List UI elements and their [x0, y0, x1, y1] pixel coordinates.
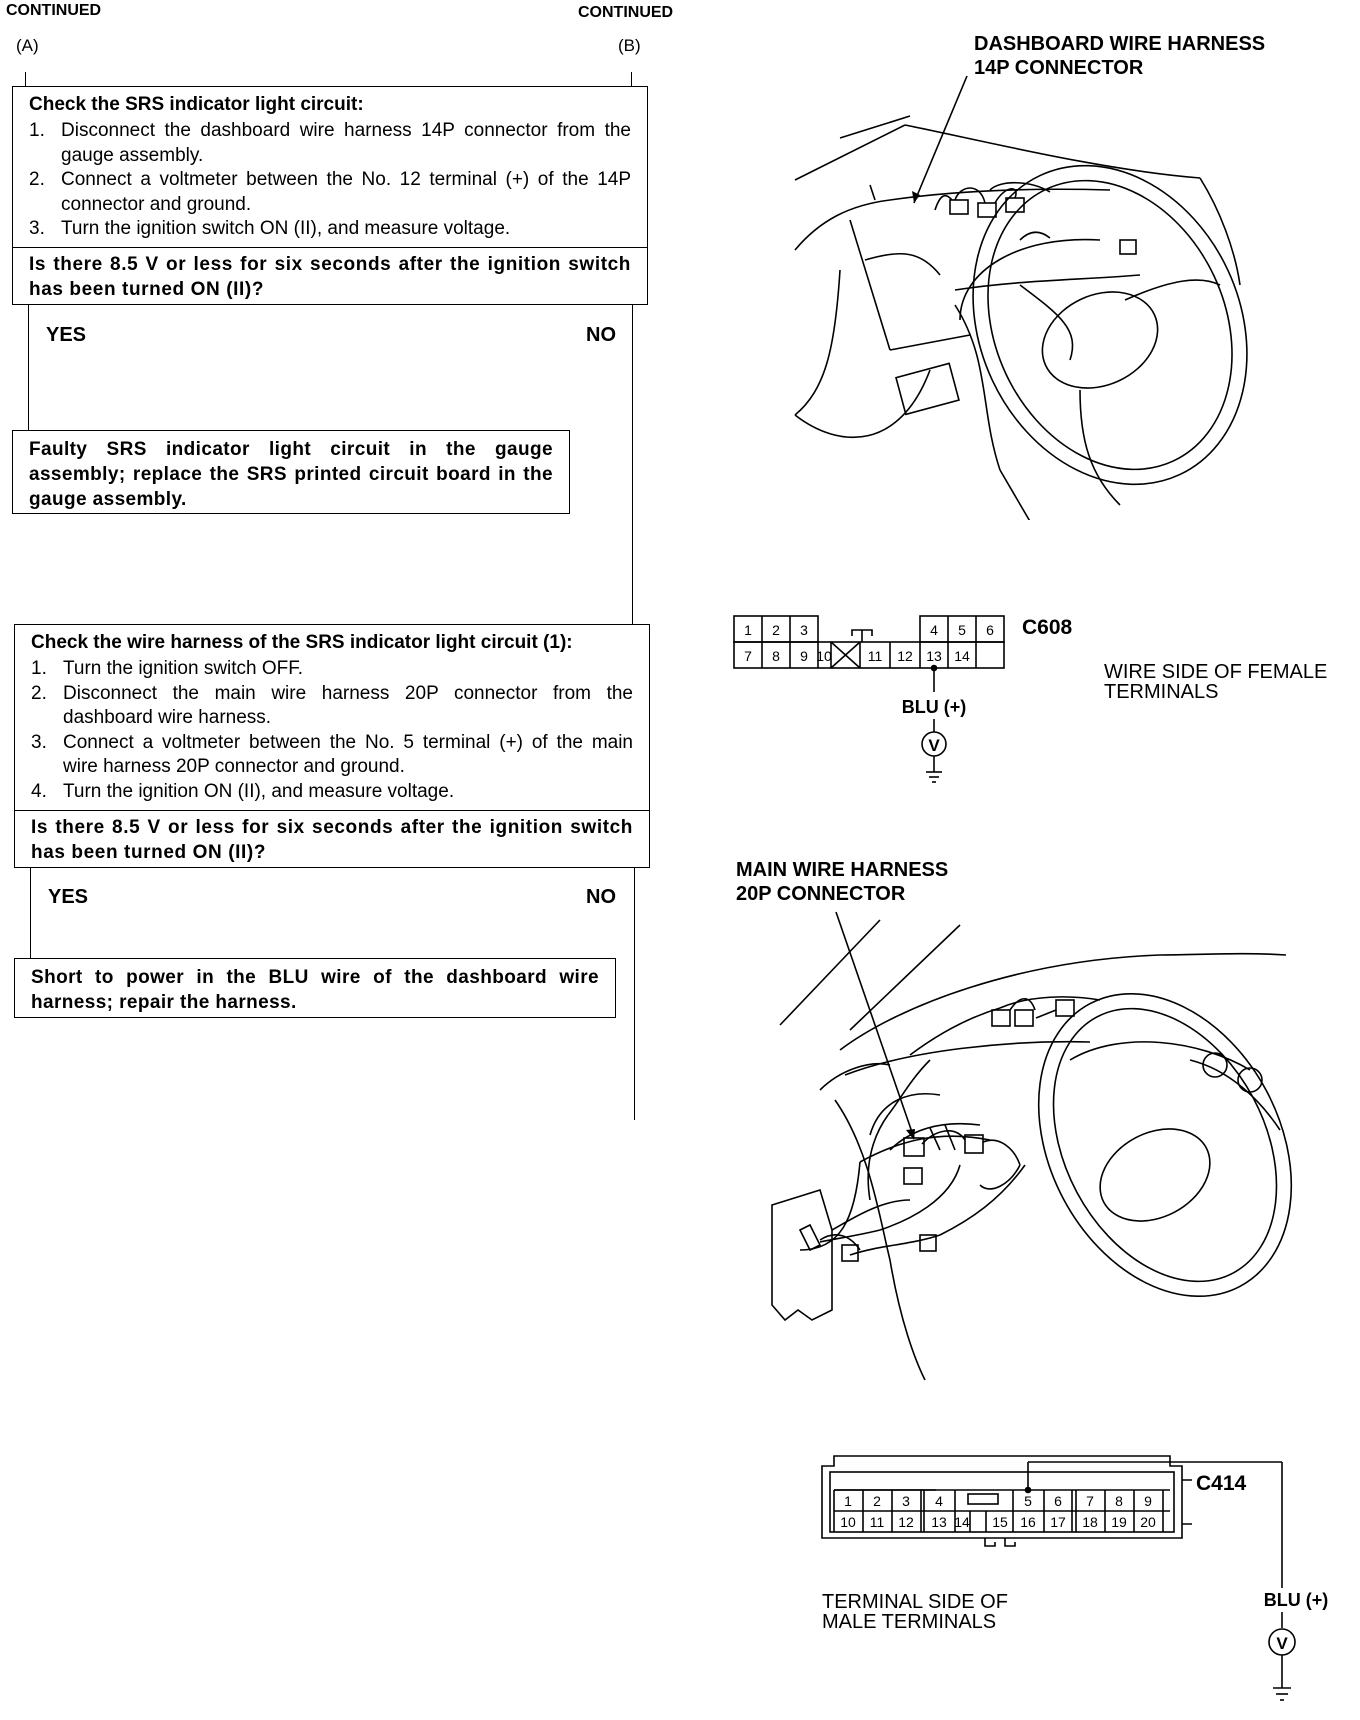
step2-step-4: 4.Turn the ignition ON (II), and measure… — [31, 780, 455, 802]
step2-step-3: 3.Connect a voltmeter between the No. 5 … — [31, 731, 633, 778]
c608-pin: 6 — [986, 622, 994, 638]
step1-step-2: 2.Connect a voltmeter between the No. 12… — [29, 169, 631, 215]
c608-pin: 7 — [744, 648, 752, 664]
c414-pin: 12 — [898, 1514, 914, 1530]
c414-connector-diagram: 1 2 3 4 5 6 7 8 9 10 11 12 13 14 15 16 1… — [821, 1455, 1329, 1701]
step1-result: Faulty SRS indicator light circuit in th… — [29, 439, 553, 510]
dashboard-illustration — [794, 75, 1248, 520]
step2-procedure-box: Check the wire harness of the SRS indica… — [14, 624, 650, 811]
step2-steps: 1.Turn the ignition switch OFF. 2.Discon… — [31, 657, 633, 804]
step2-yes-label: YES — [48, 886, 89, 908]
c608-side-label: WIRE SIDE OF FEMALE TERMINALS — [1104, 661, 1328, 703]
c414-pin: 16 — [1020, 1514, 1036, 1530]
step2-step-2: 2.Disconnect the main wire harness 20P c… — [31, 682, 633, 729]
c414-pin: 6 — [1054, 1493, 1062, 1509]
diagram2-label: MAIN WIRE HARNESS 20P CONNECTOR — [736, 859, 949, 905]
c608-pin: 10 — [816, 648, 832, 664]
step2-result-box: Short to power in the BLU wire of the da… — [14, 958, 616, 1018]
c414-pin: 19 — [1111, 1514, 1127, 1530]
c608-pin: 1 — [744, 622, 752, 638]
c414-pin: 3 — [902, 1493, 910, 1509]
c414-pin: 4 — [935, 1493, 943, 1509]
flow-line-yes-1 — [28, 303, 29, 431]
c608-pin: 11 — [868, 648, 883, 664]
c414-pin: 14 — [954, 1514, 970, 1530]
flow-line-yes-2 — [30, 866, 31, 958]
step2-question: Is there 8.5 V or less for six seconds a… — [31, 817, 633, 863]
step1-step-1: 1.Disconnect the dashboard wire harness … — [29, 120, 631, 166]
c414-pin: 7 — [1086, 1493, 1094, 1509]
step1-result-box: Faulty SRS indicator light circuit in th… — [12, 430, 570, 514]
c608-pin: 3 — [800, 622, 808, 638]
continued-right-label: CONTINUED — [578, 4, 674, 21]
flow-line-no-1 — [632, 303, 633, 625]
step1-question: Is there 8.5 V or less for six seconds a… — [29, 254, 631, 300]
c608-id: C608 — [1022, 616, 1073, 639]
c414-wire-label: BLU (+) — [1264, 1590, 1329, 1610]
c414-pin: 17 — [1050, 1514, 1066, 1530]
c414-pin: 2 — [873, 1493, 881, 1509]
diagram1-label: DASHBOARD WIRE HARNESS 14P CONNECTOR — [974, 33, 1266, 79]
c414-pin: 15 — [992, 1514, 1008, 1530]
c608-connector-diagram: 1 2 3 4 5 6 7 8 9 10 11 12 13 14 BLU (+)… — [733, 615, 1005, 783]
step2-question-box: Is there 8.5 V or less for six seconds a… — [14, 810, 650, 868]
step1-step-3: 3.Turn the ignition switch ON (II), and … — [29, 218, 511, 239]
flow-line-no-2 — [634, 866, 635, 1120]
c608-pin: 2 — [772, 622, 780, 638]
c414-meter-symbol: V — [1276, 1634, 1288, 1653]
main-harness-illustration — [771, 919, 1293, 1381]
step2-result: Short to power in the BLU wire of the da… — [31, 967, 599, 1013]
tag-a: (A) — [16, 36, 39, 55]
c608-pin: 5 — [958, 622, 966, 638]
c414-side-label: TERMINAL SIDE OF MALE TERMINALS — [822, 1591, 1008, 1633]
step1-yes-label: YES — [46, 324, 87, 346]
c414-pin: 9 — [1144, 1493, 1152, 1509]
c414-pin: 5 — [1024, 1493, 1032, 1509]
step1-steps: 1.Disconnect the dashboard wire harness … — [29, 119, 631, 242]
step2-step-1: 1.Turn the ignition switch OFF. — [31, 658, 304, 679]
c608-pin: 14 — [954, 648, 970, 664]
c414-pin: 10 — [840, 1514, 856, 1530]
step1-no-label: NO — [586, 324, 616, 346]
step1-procedure-box: Check the SRS indicator light circuit: 1… — [12, 86, 648, 248]
flow-line-a — [25, 72, 26, 87]
c608-wire-label: BLU (+) — [902, 697, 967, 717]
c608-pin: 12 — [897, 648, 913, 664]
tag-b: (B) — [618, 36, 641, 55]
main-harness-leader — [835, 911, 915, 1140]
c608-pin: 13 — [926, 648, 942, 664]
c608-pin: 9 — [800, 648, 808, 664]
c414-pin: 1 — [844, 1493, 852, 1509]
flow-line-b — [631, 72, 632, 87]
step2-no-label: NO — [586, 886, 616, 908]
c414-housing — [821, 1455, 1183, 1539]
srs-unit-outline — [771, 1188, 833, 1322]
c608-pin: 4 — [930, 622, 938, 638]
c414-id: C414 — [1196, 1472, 1247, 1495]
c608-pin: 8 — [772, 648, 780, 664]
c608-meter-symbol: V — [928, 736, 940, 755]
continued-left-label: CONTINUED — [6, 2, 102, 19]
c414-pin: 11 — [870, 1514, 885, 1530]
c414-pin: 18 — [1082, 1514, 1098, 1530]
c608-bottom-row — [733, 641, 1005, 669]
c414-pin: 20 — [1140, 1514, 1156, 1530]
step2-title: Check the wire harness of the SRS indica… — [31, 632, 573, 653]
c414-pin: 8 — [1115, 1493, 1123, 1509]
step1-question-box: Is there 8.5 V or less for six seconds a… — [12, 247, 648, 305]
c414-pin: 13 — [931, 1514, 947, 1530]
step1-title: Check the SRS indicator light circuit: — [29, 94, 364, 115]
